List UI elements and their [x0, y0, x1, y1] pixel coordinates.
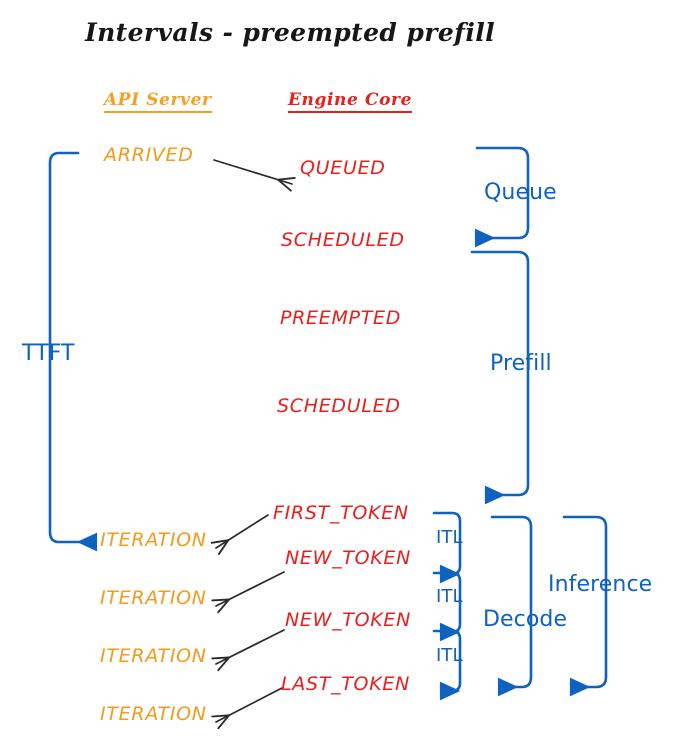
- state-iteration-3: ITERATION: [100, 645, 207, 667]
- state-arrived: ARRIVED: [104, 144, 194, 166]
- state-iteration-1: ITERATION: [100, 529, 207, 551]
- state-preempted: PREEMPTED: [280, 307, 402, 329]
- interval-label-ttft: TTFT: [22, 341, 75, 366]
- arrow-last-token-to-iteration: [216, 687, 283, 722]
- queue-bracket: [474, 146, 530, 248]
- state-iteration-4: ITERATION: [100, 703, 207, 725]
- column-header-api-server: API Server: [104, 92, 212, 113]
- state-new-token-1: NEW_TOKEN: [285, 547, 412, 569]
- arrow-new-token-2-to-iteration: [216, 629, 285, 664]
- page-title: Intervals - preempted prefill: [85, 18, 496, 47]
- inference-bracket: [562, 515, 608, 697]
- state-iteration-2: ITERATION: [100, 587, 207, 609]
- interval-label-queue: Queue: [484, 180, 557, 205]
- ttft-bracket: [48, 151, 98, 552]
- state-last-token: LAST_TOKEN: [281, 673, 410, 695]
- interval-label-inference: Inference: [548, 572, 653, 597]
- arrow-new-token-1-to-iteration: [216, 571, 285, 606]
- interval-label-itl-3: ITL: [436, 645, 463, 666]
- interval-label-prefill: Prefill: [490, 351, 552, 376]
- column-header-engine-core: Engine Core: [288, 92, 412, 113]
- interval-label-itl-1: ITL: [436, 527, 463, 548]
- itl-bracket-3: [432, 629, 462, 701]
- arrow-first-token-to-iteration: [216, 514, 269, 548]
- state-first-token: FIRST_TOKEN: [273, 502, 409, 524]
- arrow-arrived-to-queued: [213, 159, 292, 184]
- state-queued: QUEUED: [300, 157, 386, 179]
- interval-label-itl-2: ITL: [436, 586, 463, 607]
- prefill-bracket: [470, 250, 530, 505]
- state-scheduled-2: SCHEDULED: [277, 395, 401, 417]
- state-scheduled-1: SCHEDULED: [281, 229, 405, 251]
- decode-bracket: [490, 515, 533, 697]
- interval-label-decode: Decode: [483, 607, 568, 632]
- state-new-token-2: NEW_TOKEN: [285, 609, 412, 631]
